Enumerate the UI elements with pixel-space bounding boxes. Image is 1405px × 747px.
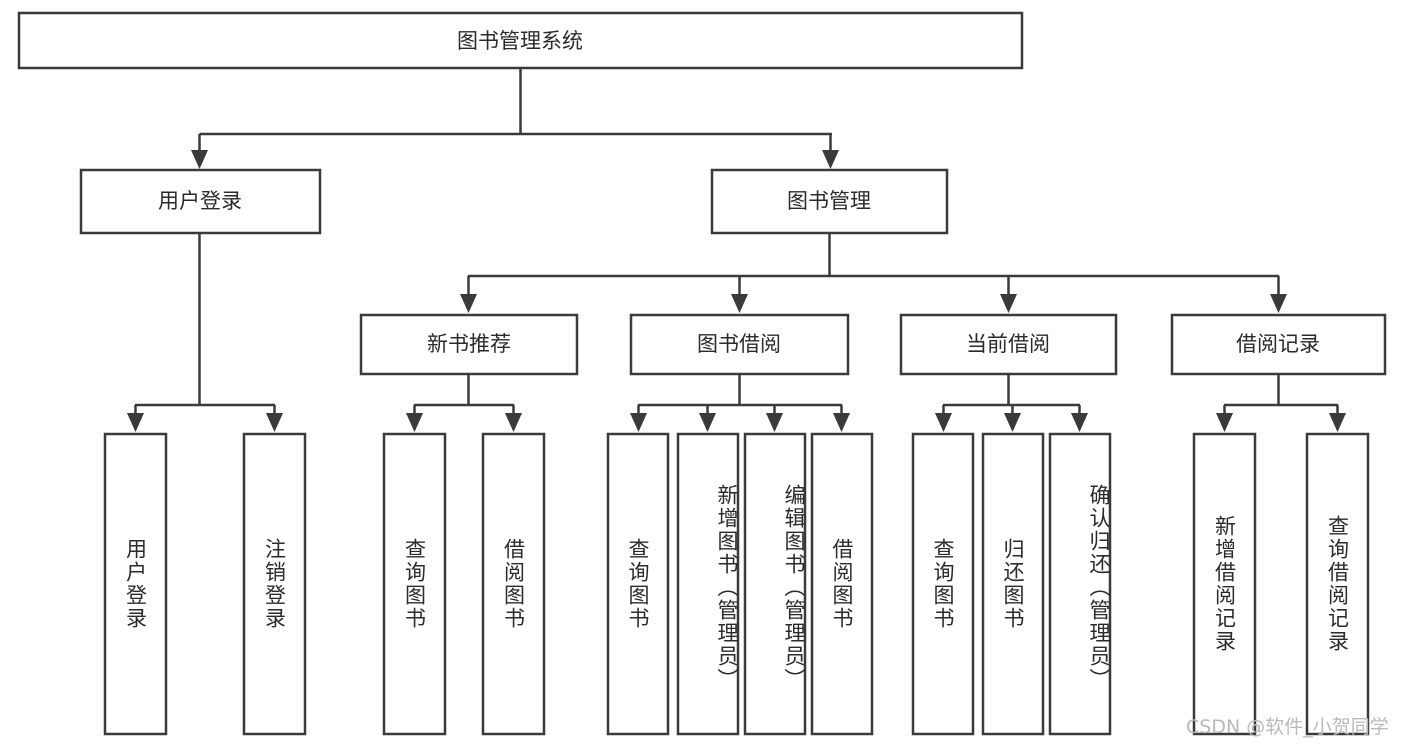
node-borrow-record[interactable]: 借阅记录 xyxy=(1170,313,1387,376)
leaf-user-login-2[interactable] xyxy=(242,432,307,736)
leaf-borrow-record-2[interactable] xyxy=(1305,432,1370,736)
connector-currentborrow-to-leaves xyxy=(935,374,1088,432)
node-new-book-recommend-label: 新书推荐 xyxy=(427,332,511,356)
connector-borrowrecord-to-leaves xyxy=(1216,374,1346,432)
leaf-new-book-2[interactable] xyxy=(481,432,546,736)
leaf-current-borrow-3[interactable] xyxy=(1048,432,1112,736)
node-book-borrow[interactable]: 图书借阅 xyxy=(629,313,850,376)
node-root[interactable]: 图书管理系统 xyxy=(17,11,1024,70)
leaf-user-login-1[interactable] xyxy=(103,432,168,736)
leaf-book-borrow-4[interactable] xyxy=(810,432,874,736)
csdn-watermark: CSDN @软件_小贺同学 xyxy=(1186,716,1389,738)
node-book-management[interactable]: 图书管理 xyxy=(710,168,949,235)
node-current-borrow[interactable]: 当前借阅 xyxy=(899,313,1118,376)
node-book-management-label: 图书管理 xyxy=(787,189,871,213)
leaf-new-book-1[interactable] xyxy=(382,432,447,736)
node-current-borrow-label: 当前借阅 xyxy=(966,332,1050,356)
leaf-current-borrow-1[interactable] xyxy=(911,432,975,736)
node-borrow-record-label: 借阅记录 xyxy=(1236,332,1320,356)
leaf-book-borrow-1[interactable] xyxy=(606,432,670,736)
node-user-login[interactable]: 用户登录 xyxy=(79,168,322,235)
connector-bookborrow-to-leaves xyxy=(630,374,850,432)
node-user-login-label: 用户登录 xyxy=(158,189,242,213)
leaf-book-borrow-3[interactable] xyxy=(743,432,807,736)
node-book-borrow-label: 图书借阅 xyxy=(697,332,781,356)
connector-root-to-level2 xyxy=(191,68,839,169)
connector-newbook-to-leaves xyxy=(406,374,522,432)
leaf-borrow-record-1[interactable] xyxy=(1192,432,1257,736)
node-root-label: 图书管理系统 xyxy=(457,29,583,53)
connector-bookmgmt-to-level3 xyxy=(460,233,1287,313)
node-new-book-recommend[interactable]: 新书推荐 xyxy=(359,313,579,376)
leaf-book-borrow-2[interactable] xyxy=(676,432,740,736)
leaf-current-borrow-2[interactable] xyxy=(981,432,1045,736)
connector-userlogin-to-leaves xyxy=(127,233,283,432)
